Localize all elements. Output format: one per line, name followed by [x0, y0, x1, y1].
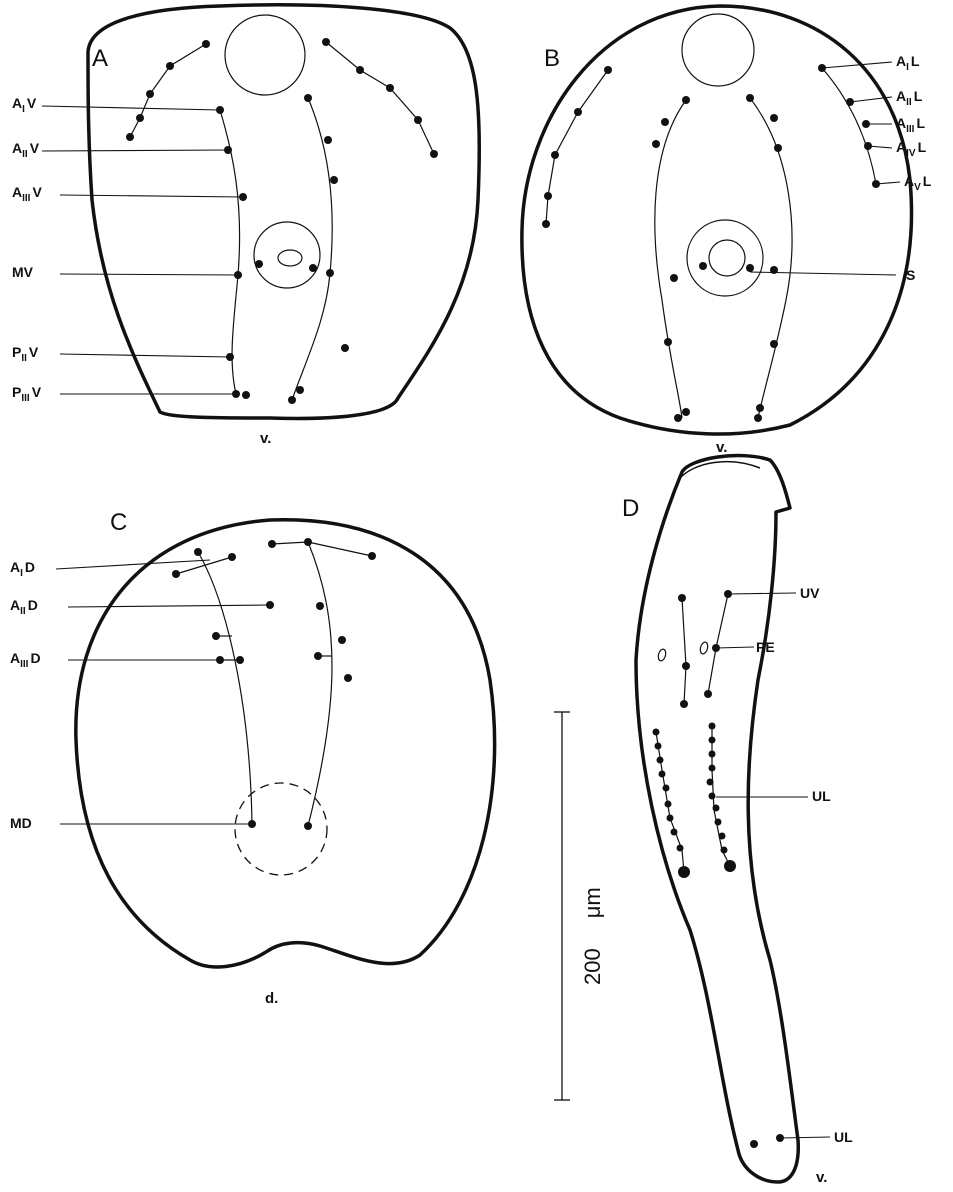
scale-bar: 200μm	[554, 712, 605, 1100]
panel-c-letter: C	[110, 509, 127, 536]
panel-b: B	[522, 6, 932, 456]
panel-b-outline	[522, 6, 912, 434]
panel-a-left-arc	[130, 44, 206, 137]
panel-c-dots	[172, 538, 376, 830]
panel-c-outline	[76, 520, 495, 967]
label-s: S	[906, 267, 915, 283]
panel-b-left-arc	[546, 70, 608, 224]
label-pe: PE	[756, 639, 775, 655]
panel-a-letter: A	[92, 45, 108, 72]
panel-c-right-line	[308, 542, 332, 826]
panel-c-leader-lines	[56, 560, 270, 824]
panel-b-letter: B	[544, 45, 560, 72]
label-ul-upper: UL	[812, 788, 831, 804]
panel-a-mouth-ring	[225, 15, 305, 95]
panel-a-dots	[126, 38, 438, 404]
panel-a-outline	[88, 5, 479, 419]
panel-b-leader-lines	[750, 62, 900, 275]
panel-a-right-arc	[326, 42, 434, 154]
panel-c-orientation: d.	[265, 990, 278, 1007]
panel-b-right-line	[750, 98, 792, 418]
panel-b-left-line	[655, 100, 686, 418]
panel-d-labels: UV PE UL UL	[756, 585, 853, 1145]
panel-d-pore-left	[657, 648, 667, 661]
panel-a-pharynx-inner	[278, 250, 302, 266]
panel-d-letter: D	[622, 495, 639, 522]
panel-d: D	[622, 456, 853, 1186]
panel-a-orientation: v.	[260, 430, 271, 447]
label-md: MD	[10, 815, 32, 831]
panel-b-dots	[542, 64, 880, 422]
panel-b-orientation: v.	[716, 439, 727, 456]
label-uv: UV	[800, 585, 820, 601]
panel-d-right-line	[708, 594, 728, 694]
panel-c-left-line	[198, 552, 252, 824]
panel-d-left-line	[682, 598, 686, 704]
panel-b-pharynx-ring	[687, 220, 763, 296]
panel-a-pharynx-ring	[254, 222, 320, 288]
panel-c-dashed-ring	[235, 783, 327, 875]
panel-b-pharynx-inner	[709, 240, 745, 276]
panel-a-leader-lines	[42, 106, 243, 394]
label-ul-lower: UL	[834, 1129, 853, 1145]
panel-d-orientation: v.	[816, 1169, 827, 1186]
panel-b-mouth-ring	[682, 14, 754, 86]
panel-a: A	[12, 5, 479, 447]
label-mv: MV	[12, 264, 34, 280]
scale-bar-label: 200μm	[580, 887, 605, 985]
panel-d-pore-right	[699, 641, 709, 654]
